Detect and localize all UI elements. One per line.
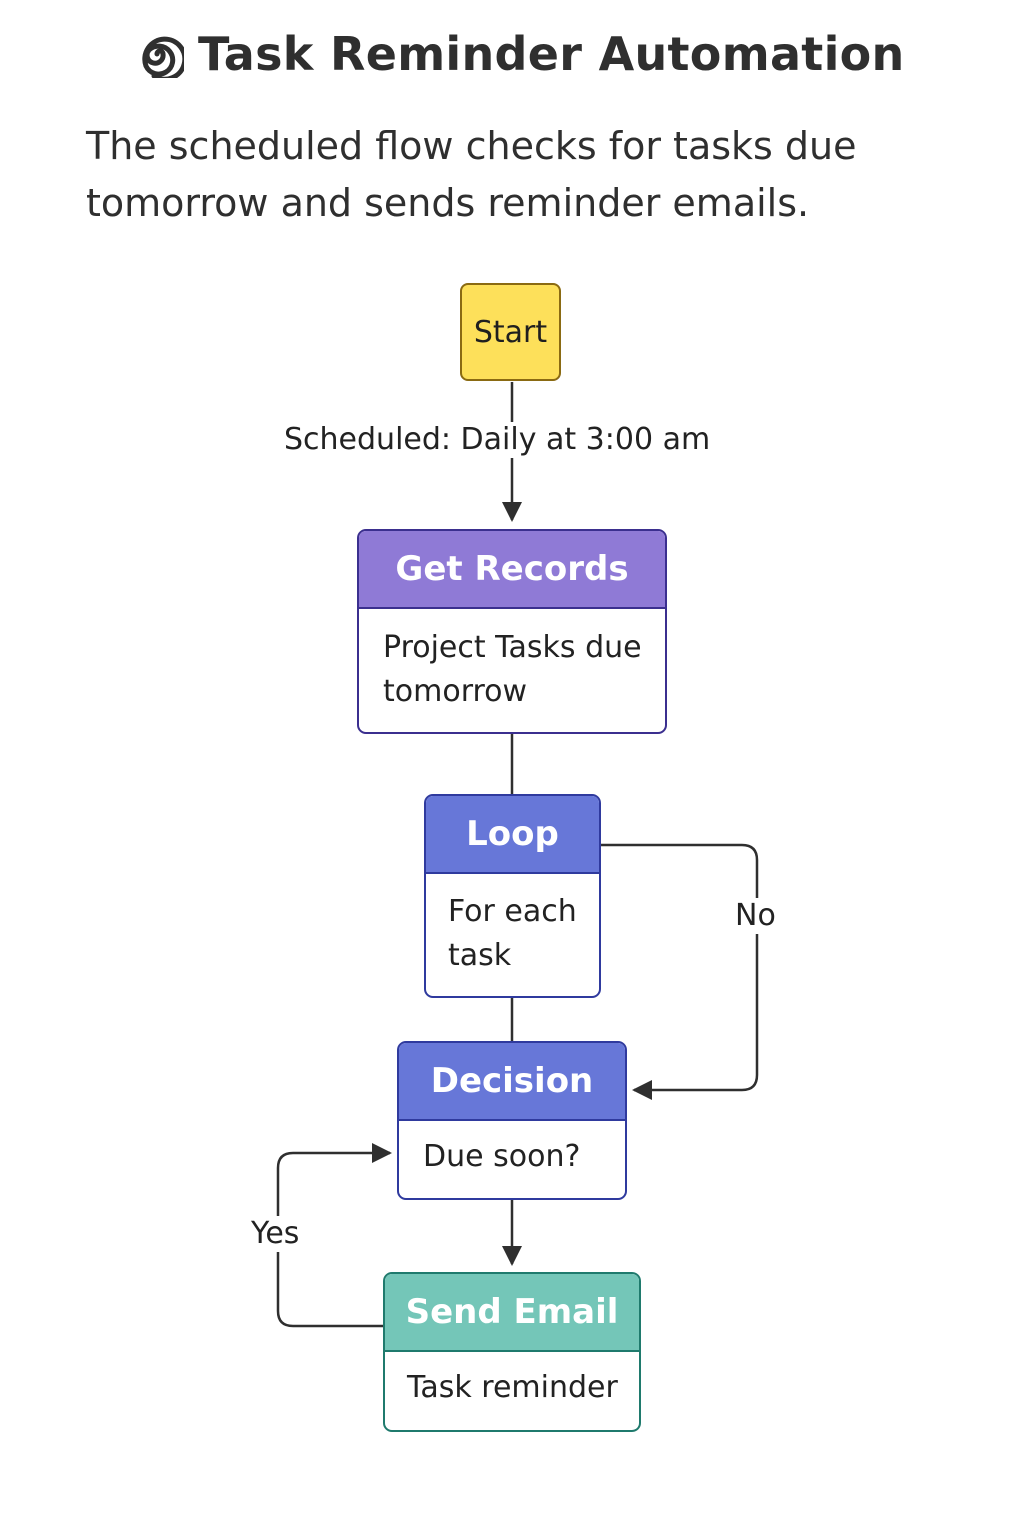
page-title: Task Reminder Automation bbox=[198, 27, 905, 81]
loop-node: Loop For each task bbox=[424, 794, 601, 998]
title-row: Task Reminder Automation bbox=[136, 22, 905, 86]
decision-body: Due soon? bbox=[423, 1139, 581, 1174]
start-node: Start bbox=[460, 283, 561, 381]
get-records-body: Project Tasks due tomorrow bbox=[383, 630, 642, 709]
send-email-title: Send Email bbox=[385, 1274, 639, 1352]
branch-yes-label: Yes bbox=[251, 1216, 300, 1252]
edge-no-branch bbox=[600, 843, 759, 1100]
loop-title: Loop bbox=[426, 796, 599, 874]
branch-no-label: No bbox=[735, 898, 776, 934]
send-email-node: Send Email Task reminder bbox=[383, 1272, 641, 1432]
get-records-node: Get Records Project Tasks due tomorrow bbox=[357, 529, 667, 734]
trigger-label: Scheduled: Daily at 3:00 am bbox=[284, 422, 711, 458]
get-records-title: Get Records bbox=[359, 531, 665, 609]
page-description: The scheduled flow checks for tasks due … bbox=[86, 124, 857, 225]
send-email-body: Task reminder bbox=[407, 1370, 618, 1405]
spiral-icon bbox=[142, 36, 184, 78]
decision-title: Decision bbox=[399, 1043, 625, 1121]
loop-body: For each task bbox=[448, 894, 577, 973]
decision-node: Decision Due soon? bbox=[397, 1041, 627, 1200]
